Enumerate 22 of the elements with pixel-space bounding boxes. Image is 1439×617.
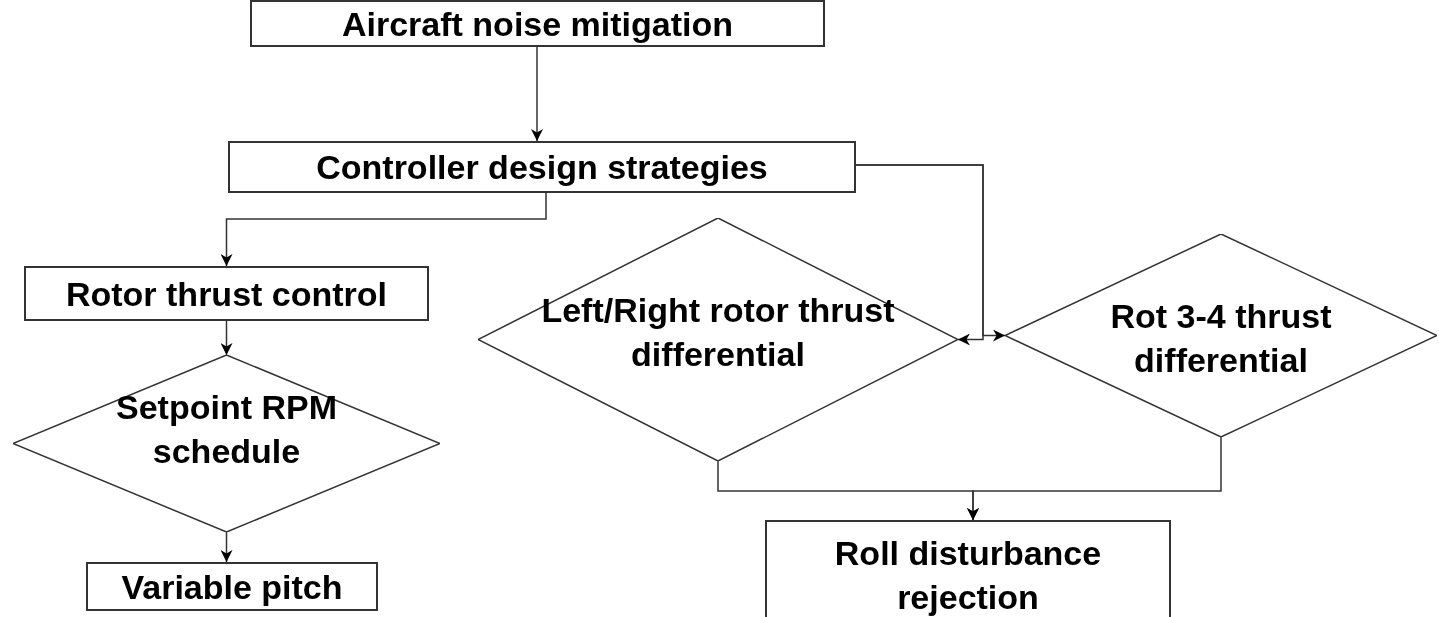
arrow (531, 46, 543, 142)
arrow (967, 436, 1222, 521)
decision-diamond (1005, 234, 1437, 437)
decision-diamond (13, 355, 440, 532)
process-box (86, 562, 378, 611)
arrow (220, 531, 233, 563)
process-box (228, 141, 856, 193)
node-label: Setpoint RPM schedule (115, 387, 338, 472)
process-box (765, 520, 1171, 617)
node-label: Aircraft noise mitigation (341, 3, 734, 45)
decision-diamond (478, 218, 958, 461)
arrow (220, 320, 233, 356)
arrow (220, 192, 547, 267)
node-label: Rot 3-4 thrust differential (1109, 296, 1333, 381)
node-label: Controller design strategies (316, 147, 768, 188)
node-label: Roll disturbance rejection (833, 533, 1103, 617)
node-label: Left/Right rotor thrust differential (540, 290, 896, 375)
process-box (24, 266, 429, 321)
arrow (855, 164, 1006, 342)
node-label: Variable pitch (121, 566, 343, 608)
process-box (250, 0, 825, 47)
node-label: Rotor thrust control (65, 273, 388, 315)
